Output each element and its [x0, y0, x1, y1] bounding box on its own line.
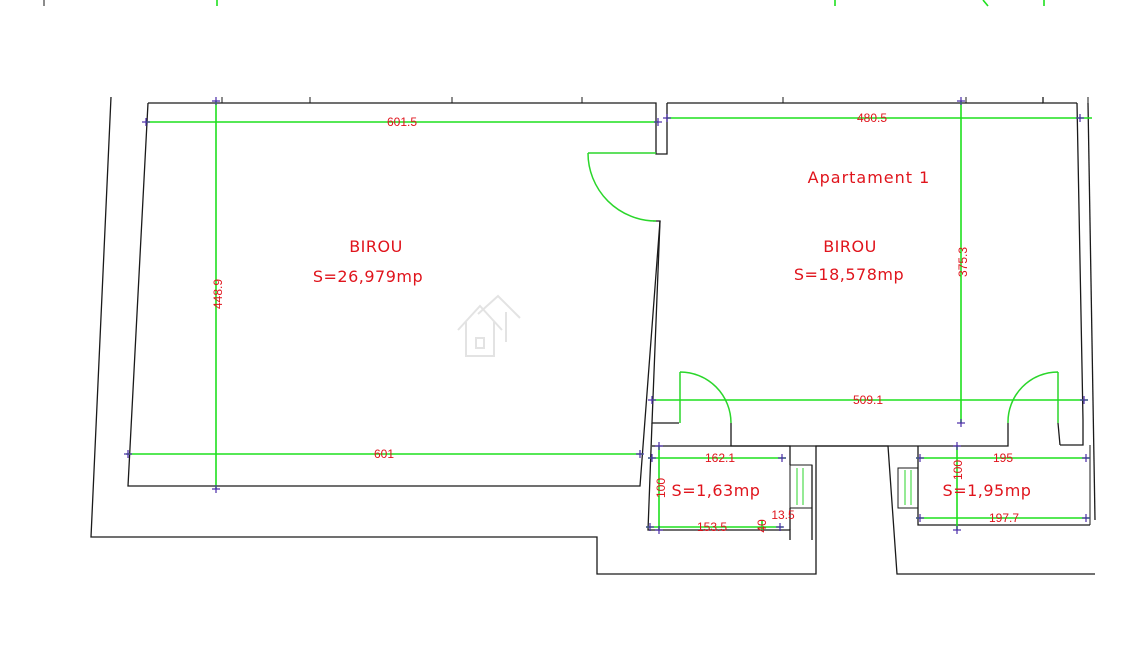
dim-small-right-top: 195	[993, 451, 1013, 465]
dim-small-left-step-a: 40	[755, 519, 769, 533]
room-area-right: S=18,578mp	[794, 265, 904, 284]
dim-right-vertical: 375.3	[956, 247, 970, 277]
apartment-label: Apartament 1	[808, 168, 931, 187]
dim-small-left-bottom: 153.5	[697, 520, 727, 534]
dim-bottom-left: 601	[374, 447, 394, 461]
dim-small-left-top: 162.1	[705, 451, 735, 465]
dimension-markers	[124, 97, 1090, 534]
dim-small-left-height: 100	[654, 478, 668, 498]
top-edge-marks	[43, 0, 1045, 7]
doors	[587, 152, 1059, 424]
watermark-house-icon	[457, 294, 521, 357]
room-area-small-right: S=1,95mp	[943, 481, 1032, 500]
walls	[90, 96, 1096, 575]
stairs	[796, 468, 912, 505]
door-swing-left-closet	[679, 371, 732, 424]
dim-top-right: 480.5	[857, 111, 887, 125]
dim-small-left-step-b: 13.5	[771, 508, 795, 522]
room-name-right: BIROU	[823, 237, 877, 256]
room-area-small-left: S=1,63mp	[672, 481, 761, 500]
dimension-lines	[126, 101, 1092, 530]
dim-small-right-height: 100	[951, 460, 965, 480]
dim-small-right-bottom: 197.7	[989, 511, 1019, 525]
dim-top-left: 601.5	[387, 115, 417, 129]
room-name-left: BIROU	[349, 237, 403, 256]
dim-left-vertical: 448.9	[211, 279, 225, 309]
door-swing-right-closet	[1007, 371, 1059, 424]
door-swing-top	[587, 152, 657, 222]
dim-middle-right: 509.1	[853, 393, 883, 407]
room-area-left: S=26,979mp	[313, 267, 423, 286]
